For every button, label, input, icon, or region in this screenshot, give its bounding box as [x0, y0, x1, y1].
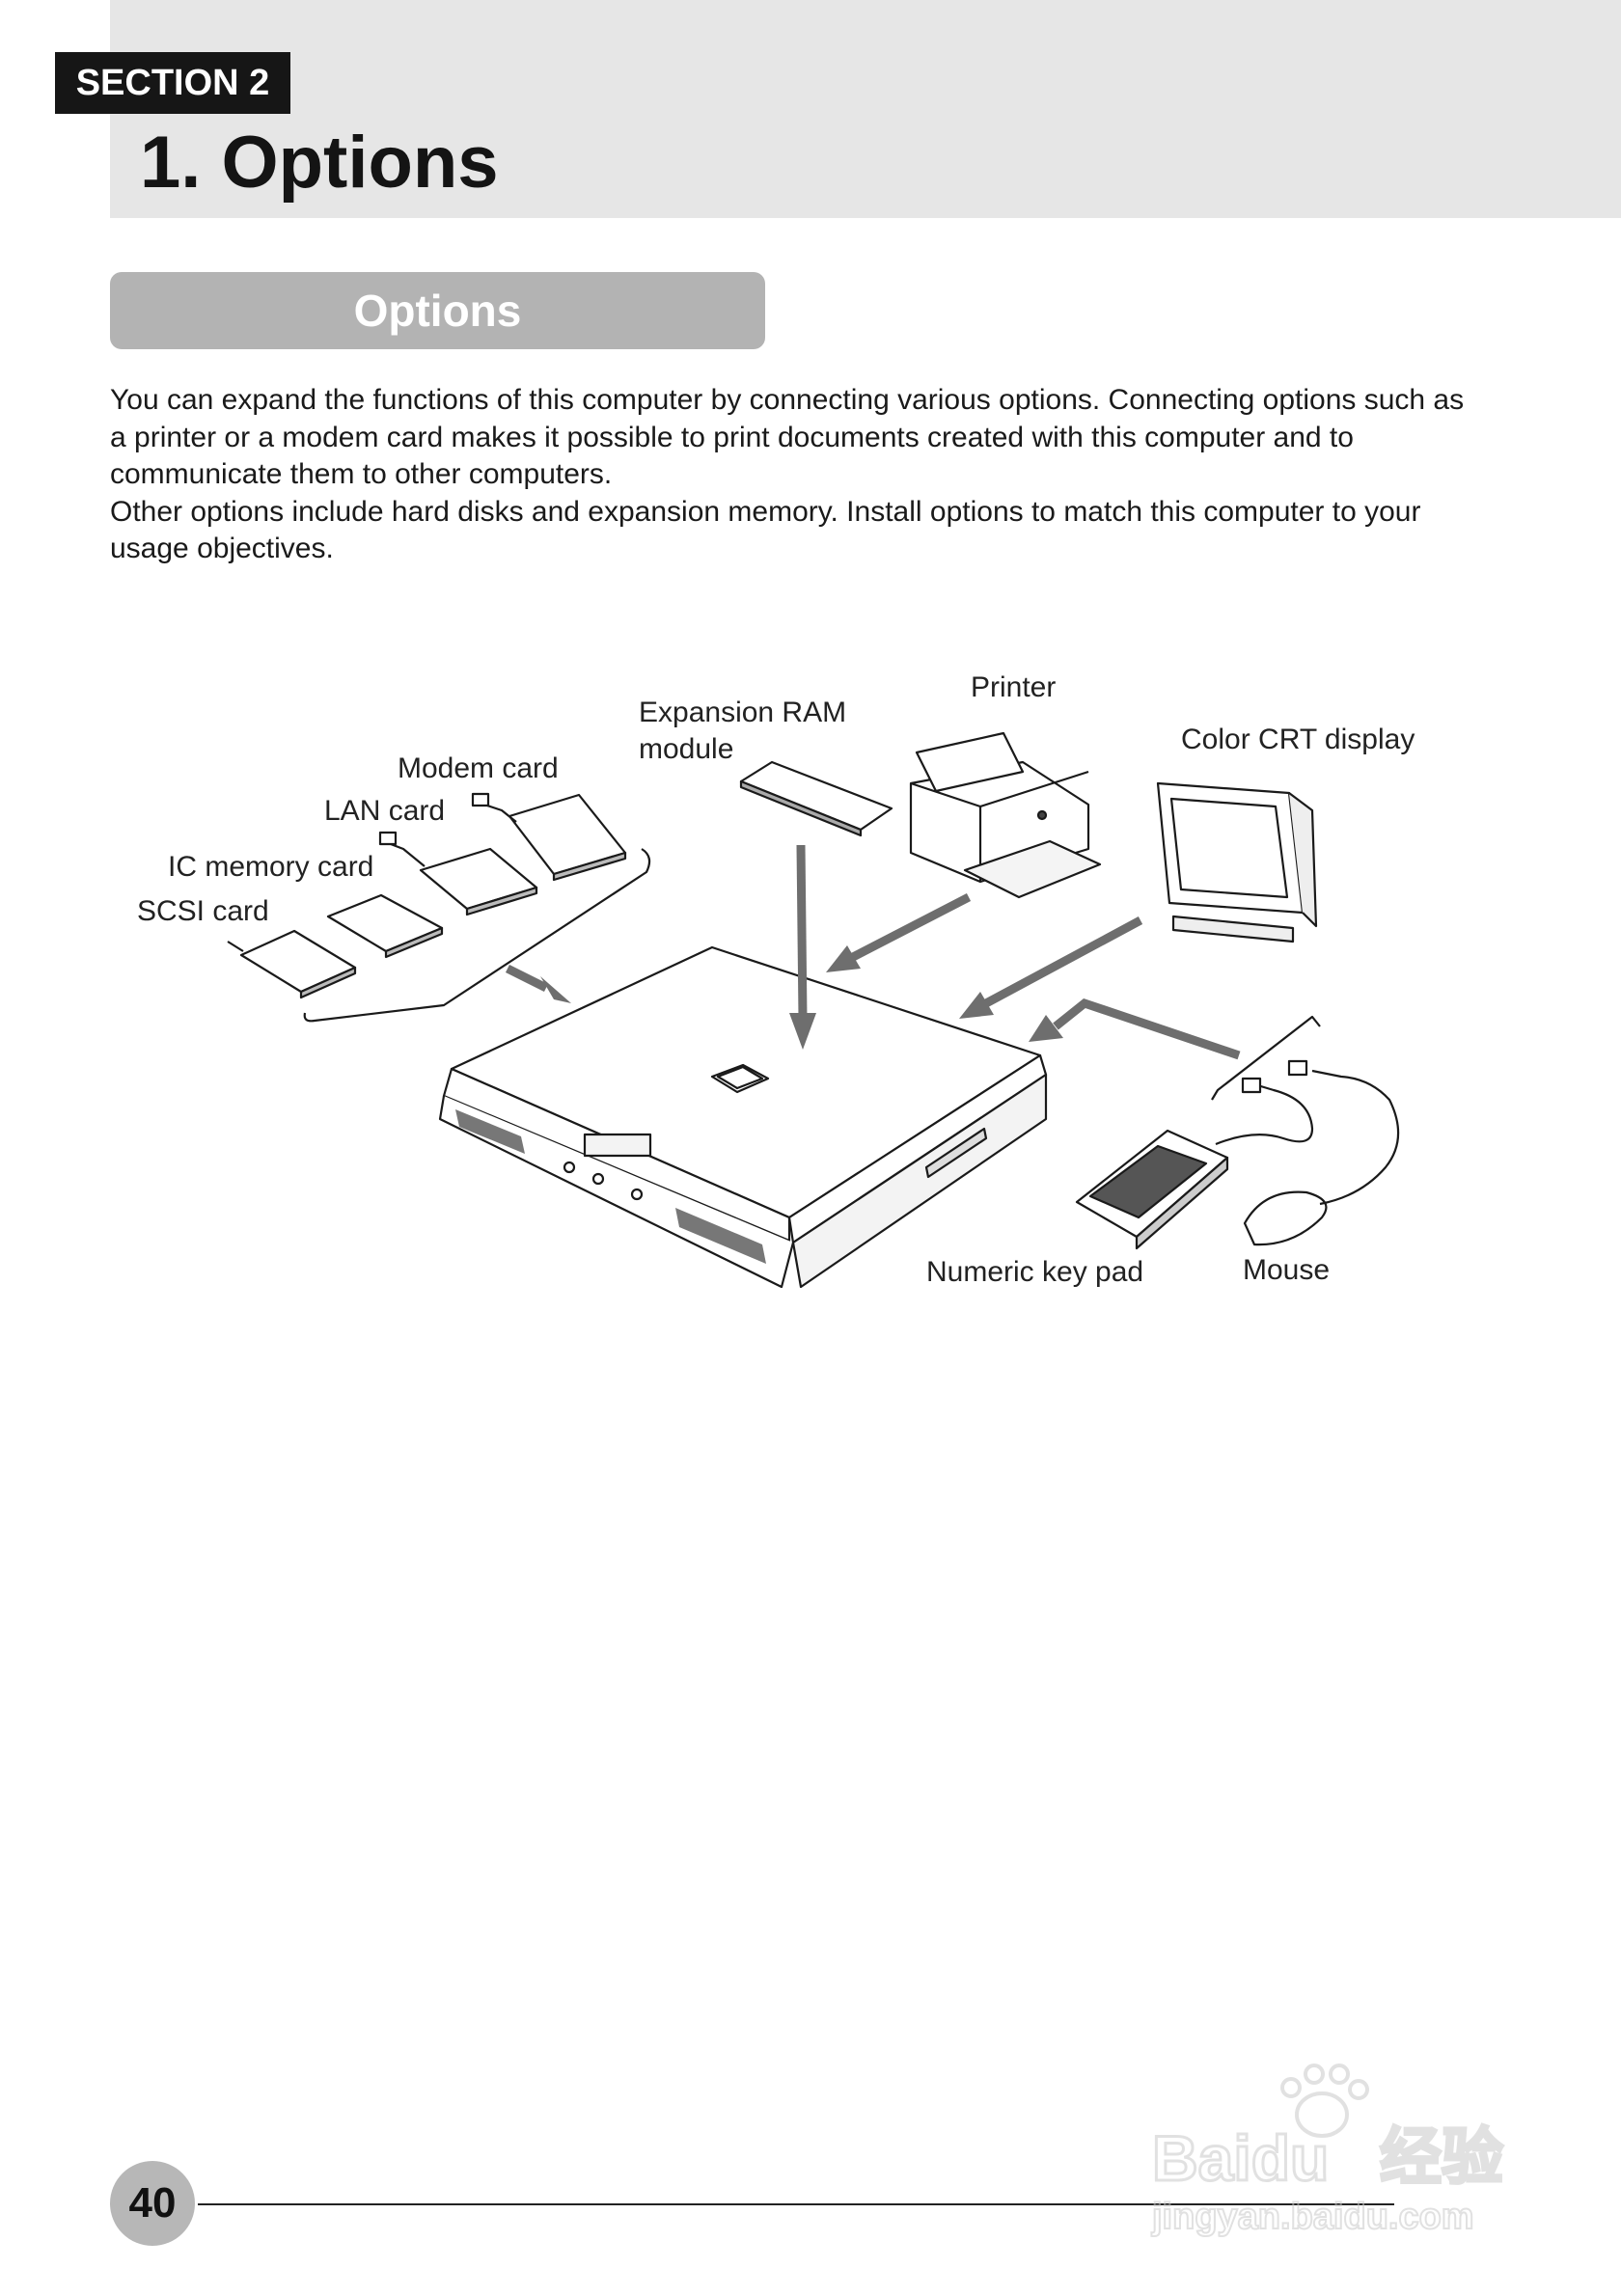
label-modem-card: Modem card: [398, 752, 559, 784]
arrow-ram: [796, 844, 808, 1020]
label-expansion-ram-line2: module: [639, 733, 733, 765]
footer-rule: [198, 2203, 1394, 2205]
arrow-crt: [983, 916, 1143, 1007]
label-color-crt: Color CRT display: [1181, 724, 1415, 755]
watermark-url: jingyan.baidu.com: [1151, 2197, 1474, 2237]
label-printer: Printer: [971, 671, 1056, 703]
baidu-watermark: Baidu 经验 jingyan.baidu.com: [1150, 2064, 1505, 2238]
subheading-options: Options: [110, 272, 765, 349]
label-expansion-ram-line1: Expansion RAM: [639, 697, 846, 728]
header-band: [110, 0, 1621, 218]
printer-icon: [909, 731, 1102, 899]
intro-paragraph-2: Other options include hard disks and exp…: [110, 495, 1421, 565]
page-title: 1. Options: [140, 122, 499, 204]
lan-card-icon: [378, 831, 538, 916]
scsi-card-icon: [227, 929, 357, 999]
ic-memory-card-icon: [326, 893, 444, 959]
label-lan-card: LAN card: [324, 795, 445, 827]
arrow-cards-head: [540, 976, 571, 1003]
arrow-crt-head: [959, 992, 994, 1019]
intro-paragraph-1: You can expand the functions of this com…: [110, 384, 1465, 490]
label-scsi-card: SCSI card: [137, 895, 269, 927]
arrow-peripherals: [1053, 998, 1241, 1060]
arrow-printer-head: [826, 945, 861, 972]
arrow-printer: [850, 893, 972, 961]
peripheral-bracket: [1211, 1015, 1321, 1101]
arrow-peripherals-head: [1029, 1015, 1063, 1042]
page-number: 40: [110, 2161, 195, 2246]
numeric-keypad-icon: [1075, 1077, 1314, 1250]
label-ic-memory-card: IC memory card: [168, 851, 373, 883]
label-numeric-key-pad: Numeric key pad: [926, 1256, 1143, 1288]
arrow-cards: [505, 964, 549, 993]
arrow-ram-head: [789, 1013, 816, 1050]
options-diagram: Printer Expansion RAM module Color CRT d…: [137, 671, 1415, 1289]
label-mouse: Mouse: [1243, 1254, 1330, 1286]
cards-bracket: [303, 848, 651, 1023]
laptop-icon: [438, 945, 1048, 1289]
modem-card-icon: [471, 792, 627, 882]
watermark-brand-cn: 经验: [1380, 2122, 1503, 2194]
mouse-icon: [1243, 1059, 1400, 1246]
watermark-brand: Baidu: [1152, 2122, 1329, 2194]
section-tag: SECTION 2: [55, 52, 290, 114]
crt-display-icon: [1156, 781, 1318, 943]
intro-text: You can expand the functions of this com…: [110, 382, 1470, 568]
